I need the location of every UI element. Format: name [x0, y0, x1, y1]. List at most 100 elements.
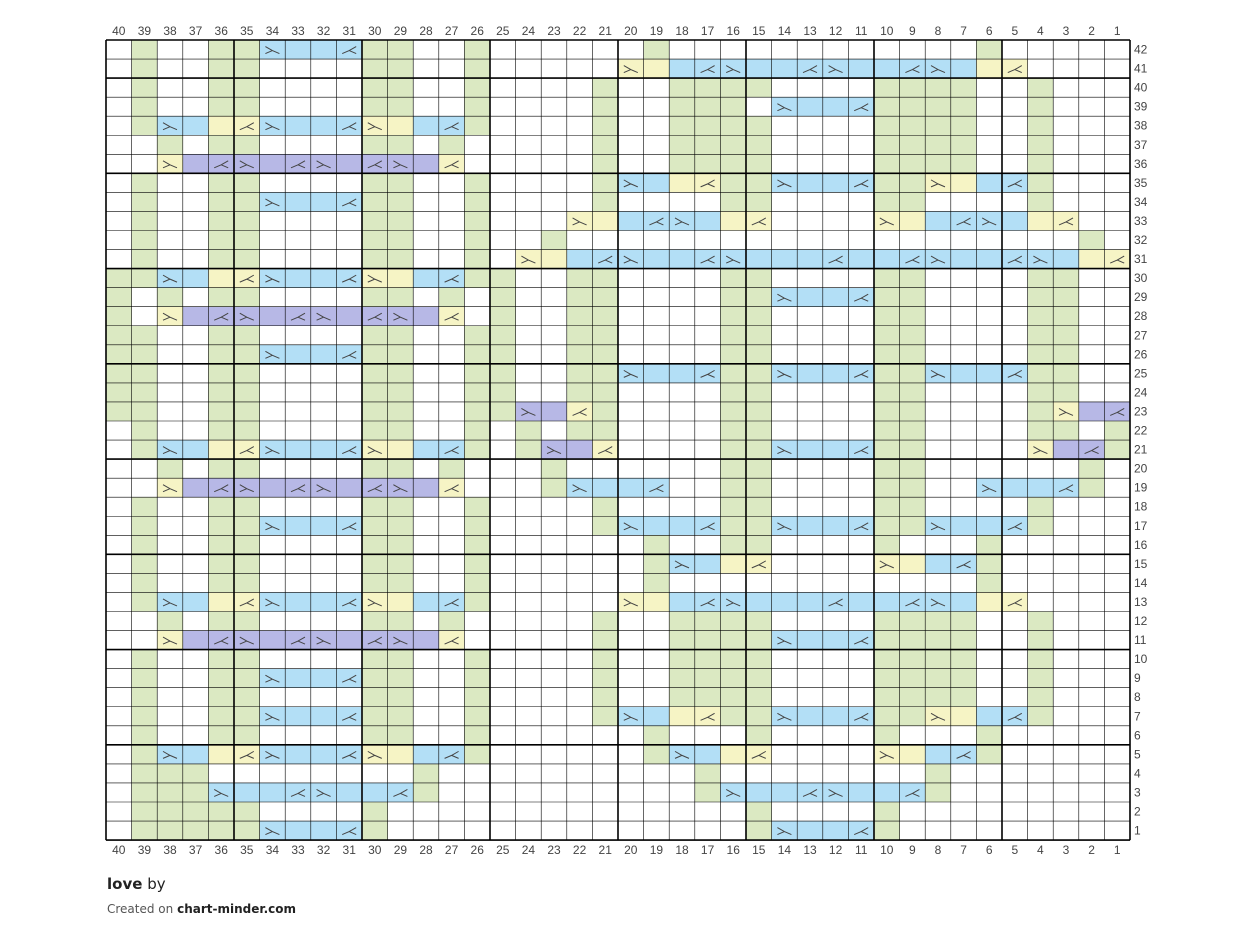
stitch-cell [899, 135, 926, 155]
left-cross-icon [290, 789, 306, 797]
stitch-cell [182, 116, 209, 136]
left-cross-icon [290, 484, 306, 493]
stitch-cell [387, 382, 414, 402]
stitch-cell [720, 78, 746, 98]
stitch-cell [234, 459, 260, 479]
stitch-cell [182, 744, 209, 764]
stitch-cell [234, 630, 260, 650]
stitch-cell [490, 268, 516, 288]
left-cross-icon [1084, 446, 1099, 455]
stitch-cell [746, 554, 772, 574]
col-number-bottom: 31 [343, 843, 357, 857]
stitch-cell [259, 630, 286, 650]
stitch-cell [746, 363, 772, 383]
stitch-cell [1002, 478, 1028, 498]
right-cross-icon [162, 636, 178, 645]
stitch-cell [720, 401, 746, 421]
stitch-cell [464, 116, 490, 136]
stitch-cell [925, 668, 951, 688]
stitch-cell [131, 592, 158, 612]
stitch-cell [1027, 249, 1054, 269]
stitch-cell [592, 344, 618, 364]
left-cross-icon [598, 255, 613, 264]
stitch-cell [874, 421, 900, 441]
stitch-cell [720, 440, 746, 460]
stitch-cell [899, 173, 926, 193]
stitch-cell [1027, 116, 1054, 136]
stitch-cell [1053, 268, 1079, 288]
stitch-cell [899, 382, 926, 402]
stitch-cell [234, 59, 260, 79]
stitch-cell [387, 725, 414, 745]
stitch-cell [1053, 363, 1079, 383]
left-cross-icon [572, 408, 587, 416]
col-number-top: 11 [855, 24, 868, 38]
stitch-cell [208, 192, 234, 212]
stitch-cell [746, 192, 772, 212]
left-cross-icon [1058, 484, 1074, 493]
stitch-cell [746, 744, 772, 764]
left-cross-icon [239, 446, 255, 455]
stitch-cell [131, 554, 158, 574]
stitch-cell [1027, 478, 1054, 498]
stitch-cell [899, 116, 926, 136]
stitch-cell [234, 344, 260, 364]
right-cross-icon [316, 312, 331, 321]
col-number-top: 12 [829, 24, 843, 38]
stitch-cell [285, 668, 311, 688]
stitch-cell [310, 782, 337, 802]
stitch-cell [131, 97, 158, 117]
stitch-cell [490, 363, 516, 383]
stitch-cell [874, 287, 900, 307]
right-cross-icon [930, 598, 946, 607]
stitch-cell [1053, 306, 1079, 326]
stitch-cell [694, 554, 721, 574]
right-cross-icon [725, 65, 741, 74]
stitch-cell [950, 611, 977, 631]
stitch-cell [874, 782, 900, 802]
stitch-cell [515, 440, 542, 460]
stitch-cell [566, 211, 593, 231]
row-number: 40 [1134, 81, 1148, 95]
stitch-cell [413, 782, 439, 802]
left-cross-icon [342, 350, 357, 359]
stitch-cell [1053, 401, 1079, 421]
left-cross-icon [342, 712, 357, 721]
stitch-cell [822, 363, 849, 383]
stitch-cell [413, 306, 439, 326]
stitch-cell [566, 344, 593, 364]
stitch-cell [746, 630, 772, 650]
stitch-cell [874, 478, 900, 498]
stitch-cell [464, 706, 490, 726]
stitch-cell [746, 440, 772, 460]
right-cross-icon [367, 750, 382, 759]
col-number-bottom: 14 [778, 843, 792, 857]
stitch-cell [618, 516, 644, 536]
stitch-cell [771, 249, 798, 269]
row-number: 13 [1134, 595, 1148, 609]
right-cross-icon [316, 160, 331, 169]
stitch-cell [438, 440, 465, 460]
stitch-cell [720, 97, 746, 117]
stitch-cell [669, 630, 695, 650]
stitch-cell [464, 744, 490, 764]
stitch-cell [413, 592, 439, 612]
stitch-cell [1027, 421, 1054, 441]
row-number: 18 [1134, 500, 1148, 514]
col-number-top: 33 [291, 24, 305, 38]
left-cross-icon [828, 255, 843, 264]
stitch-cell [336, 478, 362, 498]
stitch-cell [694, 59, 721, 79]
stitch-cell [643, 516, 670, 536]
stitch-cell [720, 687, 746, 707]
stitch-cell [797, 821, 823, 841]
stitch-cell [131, 249, 158, 269]
stitch-cell [387, 554, 414, 574]
stitch-cell [1027, 344, 1054, 364]
left-cross-icon [342, 674, 357, 683]
stitch-cell [234, 382, 260, 402]
col-number-bottom: 7 [960, 843, 967, 857]
right-cross-icon [1033, 446, 1048, 455]
site-link[interactable]: chart-minder.com [177, 902, 296, 916]
stitch-cell [746, 592, 772, 612]
